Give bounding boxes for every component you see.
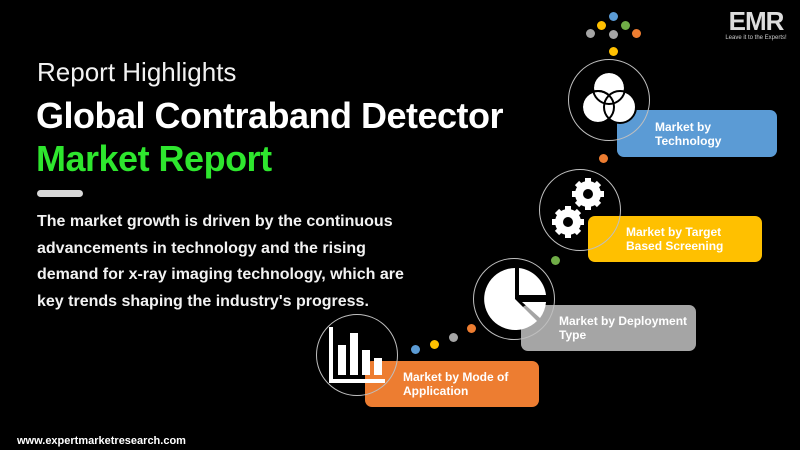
segment-label: Market by Deployment Type (559, 314, 688, 342)
dot (609, 47, 618, 56)
description: The market growth is driven by the conti… (37, 213, 404, 310)
icon-ring (568, 59, 650, 141)
dot (411, 345, 420, 354)
icon-ring (539, 169, 621, 251)
dot (599, 154, 608, 163)
dot (632, 29, 641, 38)
segment-label: Market by Mode of Application (403, 370, 509, 398)
pie-chart-icon (484, 268, 546, 330)
segment-label: Market by Target Based Screening (626, 225, 724, 253)
segment-label: Market by Technology (655, 119, 722, 148)
report-subtitle: Report Highlights (37, 57, 237, 87)
segment-deployment-type: Market by Deployment Type (521, 305, 696, 351)
divider (37, 190, 83, 197)
logo-tagline: Leave it to the Experts! (725, 35, 787, 41)
venn-diagram-icon (581, 71, 637, 124)
dot (597, 21, 606, 30)
logo-text: EMR (728, 6, 785, 36)
website-url: www.expertmarketresearch.com (17, 435, 186, 447)
gears-icon (552, 178, 604, 238)
icon-ring (316, 314, 398, 396)
bar-chart-icon (329, 327, 385, 383)
segment-target-screening: Market by Target Based Screening (588, 216, 762, 262)
dot (551, 256, 560, 265)
dot (609, 30, 618, 39)
report-title: Global Contraband Detector (36, 95, 504, 136)
dot (609, 12, 618, 21)
dot (467, 324, 476, 333)
dot (449, 333, 458, 342)
report-title-highlight: Market Report (36, 138, 272, 179)
dot (586, 29, 595, 38)
dot (430, 340, 439, 349)
icon-ring (473, 258, 555, 340)
dot (621, 21, 630, 30)
